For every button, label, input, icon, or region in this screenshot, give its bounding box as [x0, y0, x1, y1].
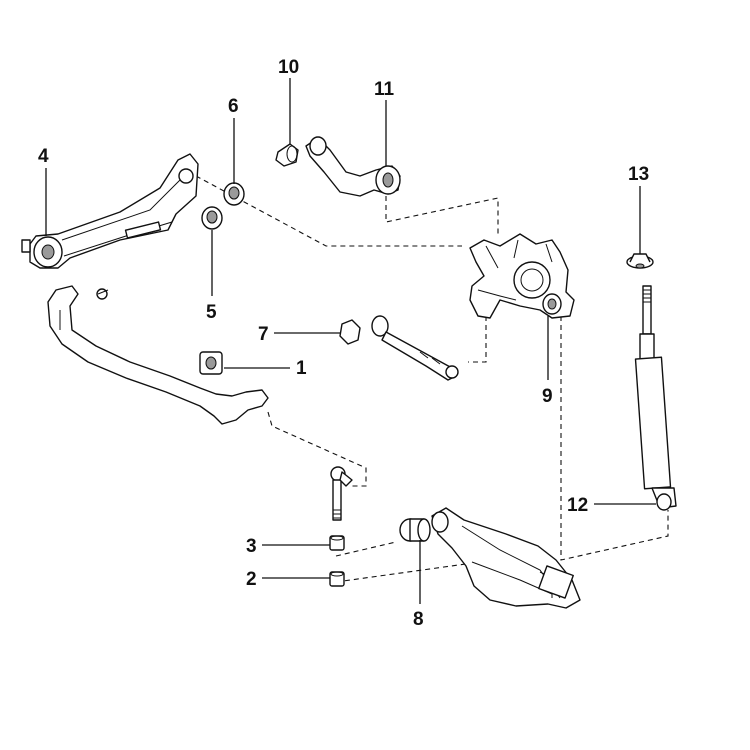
bushing-2	[329, 571, 345, 587]
bushing-7	[339, 319, 361, 345]
bushing-8	[399, 518, 431, 542]
callout-2: 2	[246, 569, 257, 590]
trailing-arm-part	[21, 153, 199, 269]
upper-control-arm-11	[305, 136, 401, 197]
stabilizer-bushing-1	[199, 351, 223, 375]
callout-5: 5	[206, 302, 217, 323]
bushing-3	[329, 535, 345, 551]
callout-8: 8	[413, 609, 424, 630]
callout-labels: 1 2 3 4 5 6 7 8 9 10 11 12 13	[38, 57, 649, 630]
assembly-dashed-lines	[195, 175, 669, 583]
leader-lines	[45, 78, 656, 604]
callout-3: 3	[246, 536, 257, 557]
callout-9: 9	[542, 386, 553, 407]
callout-6: 6	[228, 96, 239, 117]
callout-13: 13	[628, 164, 649, 185]
bushing-9	[542, 293, 562, 315]
bushing-10	[275, 143, 299, 167]
shock-mount-13	[626, 253, 654, 269]
bushing-5	[201, 206, 223, 230]
lower-control-arm	[431, 507, 581, 609]
bushing-6	[223, 182, 245, 206]
stabilizer-link	[330, 466, 353, 521]
lateral-link	[371, 315, 459, 381]
stabilizer-bar	[47, 285, 269, 425]
callout-1: 1	[296, 358, 307, 379]
shock-absorber-12	[634, 285, 677, 511]
callout-7: 7	[258, 324, 269, 345]
callout-12: 12	[567, 495, 588, 516]
callout-11: 11	[374, 79, 395, 100]
callout-4: 4	[38, 146, 49, 167]
callout-10: 10	[278, 57, 299, 78]
